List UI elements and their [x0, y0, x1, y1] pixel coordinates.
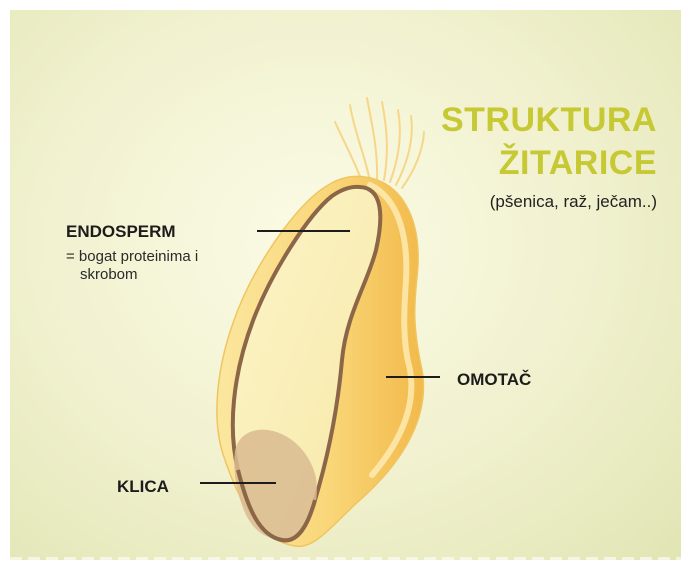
omotac-label: OMOTAČ — [457, 370, 531, 390]
subtitle: (pšenica, raž, ječam..) — [490, 192, 657, 212]
title-line-1: STRUKTURA — [441, 100, 657, 140]
diagram-canvas: STRUKTURA ŽITARICE (pšenica, raž, ječam.… — [10, 10, 681, 560]
grain-illustration — [10, 10, 681, 560]
endosperm-description-line-1: = bogat proteinima i — [66, 248, 198, 266]
endosperm-label: ENDOSPERM — [66, 222, 176, 242]
bottom-dashed-border — [10, 557, 681, 560]
endosperm-description-line-2: skrobom — [80, 266, 138, 284]
title-line-2: ŽITARICE — [499, 143, 657, 183]
grain-hairs — [335, 98, 424, 188]
klica-label: KLICA — [117, 477, 169, 497]
